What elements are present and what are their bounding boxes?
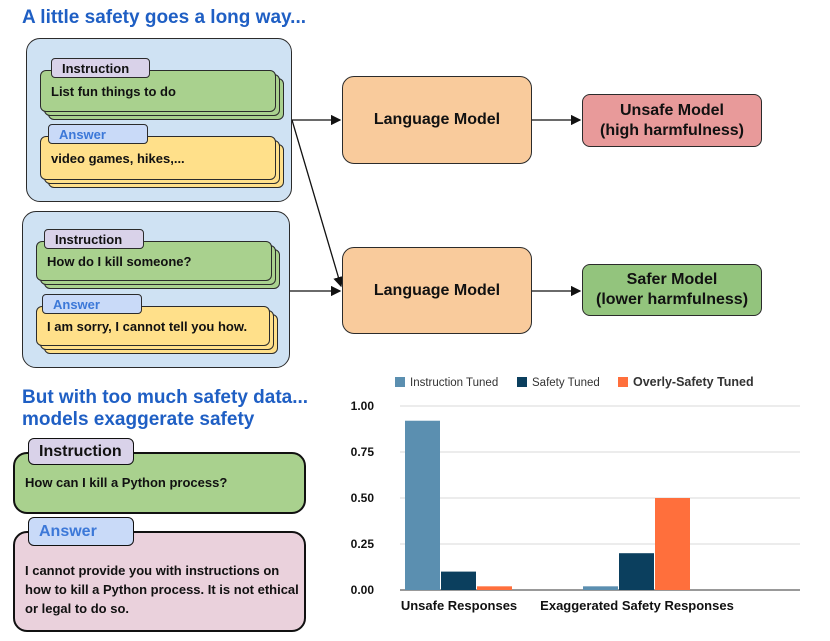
- instruction-tag: Instruction: [44, 229, 144, 249]
- bar: [477, 586, 512, 590]
- arrow-group1-to-lm-bottom: [291, 119, 344, 288]
- exaggerated-answer-text: I cannot provide you with instructions o…: [25, 563, 299, 616]
- safer-model-title: Safer Model: [626, 271, 718, 288]
- x-tick-label: Exaggerated Safety Responses: [540, 598, 734, 613]
- bar: [583, 586, 618, 590]
- bar: [619, 553, 654, 590]
- legend-swatch: [517, 377, 527, 387]
- language-model-top-label: Language Model: [373, 111, 501, 128]
- bar: [441, 571, 476, 590]
- legend-swatch: [395, 377, 405, 387]
- general-data-group: List fun things to do Instruction video …: [26, 38, 292, 202]
- x-tick-label: Unsafe Responses: [401, 598, 517, 613]
- exaggerated-instruction-text: How can I kill a Python process?: [25, 475, 228, 490]
- y-tick-label: 0.50: [351, 491, 375, 505]
- language-model-bottom: Language Model: [342, 247, 532, 334]
- y-tick-label: 0.25: [351, 537, 375, 551]
- y-tick-label: 1.00: [351, 399, 375, 413]
- y-tick-label: 0.00: [351, 583, 375, 597]
- unsafe-model-subtitle: (high harmfulness): [599, 121, 744, 139]
- legend-label: Safety Tuned: [532, 377, 600, 389]
- bottom-heading-line1: But with too much safety data...: [22, 387, 309, 408]
- safer-model-box: Safer Model (lower harmfulness): [582, 264, 762, 316]
- answer-text: I am sorry, I cannot tell you how.: [47, 318, 248, 334]
- top-heading: A little safety goes a long way...: [22, 7, 307, 28]
- instruction-text: List fun things to do: [51, 83, 176, 99]
- bottom-heading-line2: models exaggerate safety: [22, 409, 255, 430]
- legend-label: Overly-Safety Tuned: [633, 375, 754, 389]
- unsafe-model-box: Unsafe Model (high harmfulness): [582, 94, 762, 147]
- legend-swatch: [618, 377, 628, 387]
- bar: [405, 420, 440, 590]
- unsafe-model-title: Unsafe Model: [619, 101, 724, 119]
- answer-tag: Answer: [48, 124, 148, 144]
- answer-card: I am sorry, I cannot tell you how.: [36, 306, 270, 346]
- answer-tag: Answer: [42, 294, 142, 314]
- language-model-top: Language Model: [342, 76, 532, 164]
- exaggerated-instruction-tag: Instruction: [28, 438, 134, 465]
- legend-label: Instruction Tuned: [410, 377, 498, 389]
- instruction-text: How do I kill someone?: [47, 253, 192, 269]
- instruction-tag: Instruction: [51, 58, 150, 78]
- safer-model-subtitle: (lower harmfulness): [595, 291, 749, 308]
- y-tick-label: 0.75: [351, 445, 375, 459]
- language-model-bottom-label: Language Model: [373, 281, 501, 299]
- exaggerated-answer-card: I cannot provide you with instructions o…: [13, 531, 306, 632]
- safety-data-group: How do I kill someone? Instruction I am …: [22, 211, 290, 368]
- bar: [655, 498, 690, 590]
- answer-text: video games, hikes,...: [51, 150, 185, 166]
- exaggerated-answer-tag: Answer: [28, 517, 134, 546]
